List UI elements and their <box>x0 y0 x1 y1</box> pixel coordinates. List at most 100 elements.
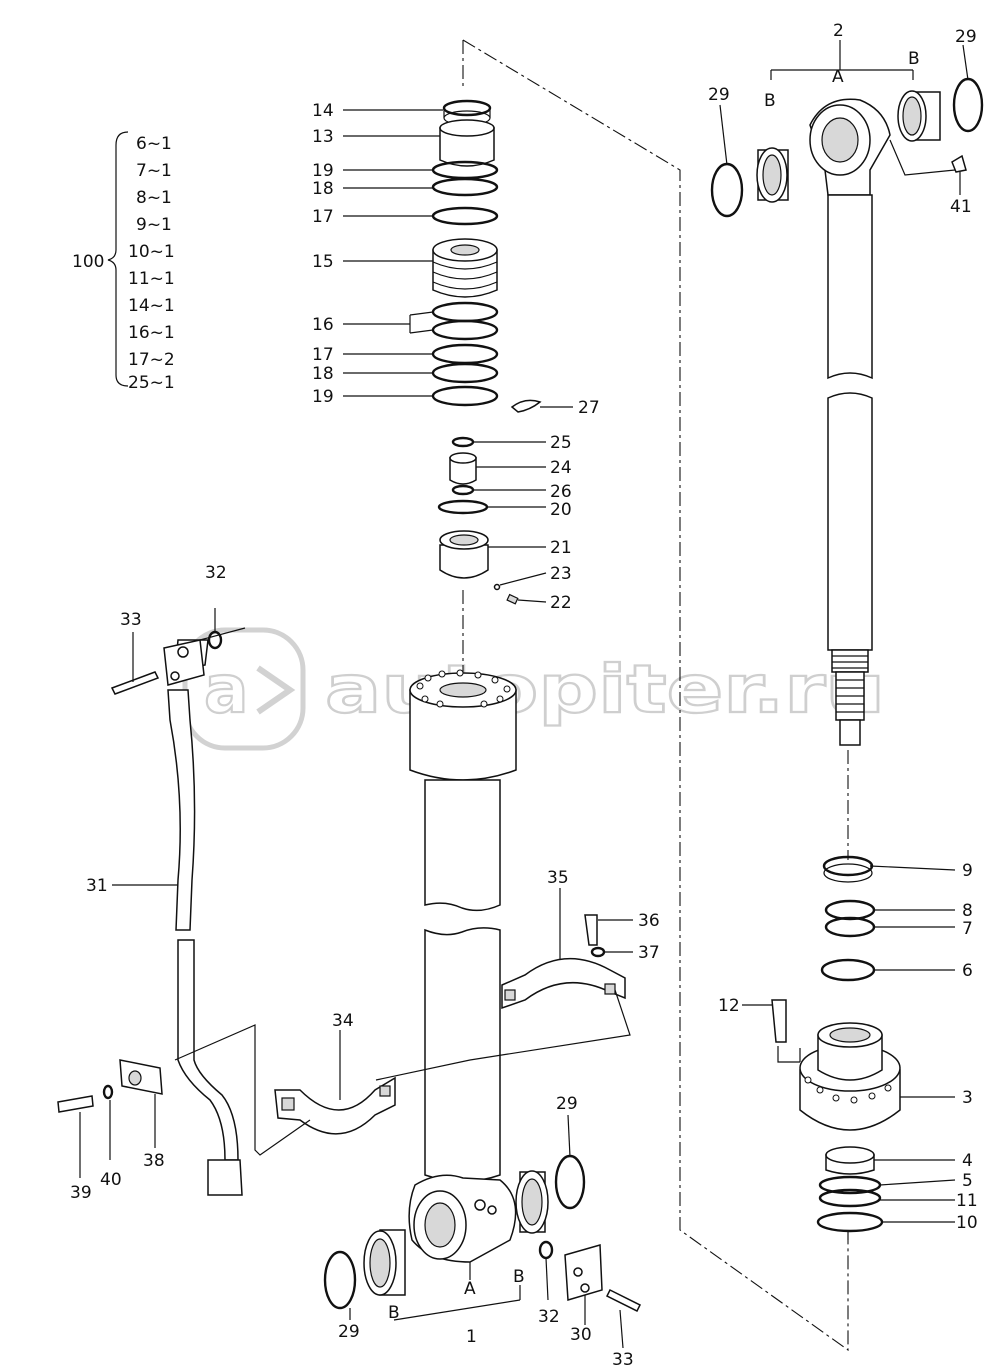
part-label-9: 9 <box>962 861 973 881</box>
part-label-27: 27 <box>578 398 600 418</box>
part-label-29: 29 <box>708 85 730 105</box>
cylinder-tube <box>408 669 517 1263</box>
part-32-ring-bottom <box>538 1240 554 1260</box>
assembly-lines-left <box>174 627 631 1156</box>
part-6-ring <box>820 958 876 982</box>
part-label-17: 17 <box>312 345 334 365</box>
position-letters: A B B A B B <box>388 49 920 1323</box>
part-31-tube-line <box>163 639 243 1196</box>
part-label-33: 33 <box>612 1350 634 1370</box>
part-3-cylinder-head <box>799 1022 901 1131</box>
part-label-21: 21 <box>550 538 572 558</box>
letter-b-bottom-right: B <box>513 1267 525 1287</box>
part-label-22: 22 <box>550 593 572 613</box>
part-label-32: 32 <box>205 563 227 583</box>
part-label-41: 41 <box>950 197 972 217</box>
part-label-31: 31 <box>86 876 108 896</box>
letter-a-bottom: A <box>464 1279 476 1299</box>
part-8-7-rings <box>824 899 876 938</box>
watermark-text: autopiter.ru <box>325 651 885 728</box>
letter-b-bottom-left: B <box>388 1303 400 1323</box>
part-label-30: 30 <box>570 1325 592 1345</box>
part-label-24: 24 <box>550 458 572 478</box>
part-label-35: 35 <box>547 868 569 888</box>
part-labels: 14 13 19 18 17 15 16 17 18 19 27 25 24 2… <box>70 21 978 1370</box>
group-item: 17~2 <box>128 350 175 370</box>
part-4-bushing <box>825 1146 875 1175</box>
part-38-clamp <box>119 1059 163 1095</box>
part-label-12: 12 <box>718 996 740 1016</box>
part-label-19: 19 <box>312 161 334 181</box>
part-label-11: 11 <box>956 1191 978 1211</box>
piston-rod-assembly <box>809 98 891 746</box>
part-label-38: 38 <box>143 1151 165 1171</box>
part-21-nut <box>439 530 489 579</box>
group-item: 10~1 <box>128 242 175 262</box>
part-label-16: 16 <box>312 315 334 335</box>
part-13-bushing <box>439 119 495 167</box>
part-b-bushing-top-right <box>897 90 941 142</box>
part-33-bolt-bottom <box>605 1288 642 1313</box>
part-label-32: 32 <box>538 1307 560 1327</box>
part-label-2: 2 <box>833 21 844 41</box>
part-30-block-bottom <box>564 1244 603 1301</box>
part-label-34: 34 <box>332 1011 354 1031</box>
assembly-lines <box>462 39 849 1352</box>
part-label-4: 4 <box>962 1151 973 1171</box>
part-label-25: 25 <box>550 433 572 453</box>
part-label-36: 36 <box>638 911 660 931</box>
part-label-29: 29 <box>338 1322 360 1342</box>
part-label-19: 19 <box>312 387 334 407</box>
group-bracket: 100 6~1 7~1 8~1 9~1 10~1 11~1 14~1 16~1 … <box>72 131 175 393</box>
group-item: 9~1 <box>136 215 172 235</box>
part-29-ring-bottom-left <box>323 1250 357 1310</box>
part-label-17: 17 <box>312 207 334 227</box>
part-34-clamp <box>274 1076 396 1135</box>
letter-b-top-right: B <box>908 49 920 69</box>
part-33-bolt-top <box>110 671 160 695</box>
part-29-ring-top-right <box>952 77 984 133</box>
letter-b-top-left: B <box>764 91 776 111</box>
part-label-39: 39 <box>70 1183 92 1203</box>
group-item: 8~1 <box>136 188 172 208</box>
part-9-ring <box>822 855 874 883</box>
leader-lines <box>79 40 969 1349</box>
part-12-bolt <box>771 999 787 1043</box>
part-5-11-10-rings <box>816 1175 884 1233</box>
watermark: a autopiter.ru <box>182 627 886 751</box>
part-label-14: 14 <box>312 101 334 121</box>
part-25-ring <box>451 436 475 448</box>
part-label-40: 40 <box>100 1170 122 1190</box>
part-label-7: 7 <box>962 919 973 939</box>
part-b-bushing-top-left <box>756 147 789 203</box>
part-label-13: 13 <box>312 127 334 147</box>
part-35-clamp <box>501 958 626 1010</box>
part-label-37: 37 <box>638 943 660 963</box>
part-label-1: 1 <box>466 1327 477 1347</box>
letter-a-top: A <box>832 67 844 87</box>
part-b-bushing-bottom-right <box>515 1170 549 1234</box>
part-39-bolt <box>57 1095 94 1113</box>
part-label-5: 5 <box>962 1171 973 1191</box>
part-27-clip <box>510 399 542 413</box>
kit-number: 100 <box>72 252 104 272</box>
part-label-26: 26 <box>550 482 572 502</box>
part-label-18: 18 <box>312 179 334 199</box>
part-label-10: 10 <box>956 1213 978 1233</box>
part-24-bushing <box>449 452 477 485</box>
part-label-29: 29 <box>556 1094 578 1114</box>
group-item: 6~1 <box>136 134 172 154</box>
group-item: 25~1 <box>128 373 175 393</box>
part-label-33: 33 <box>120 610 142 630</box>
group-item: 14~1 <box>128 296 175 316</box>
part-29-ring-bottom-right <box>554 1154 586 1210</box>
part-29-ring-top-left <box>710 162 744 218</box>
svg-text:a: a <box>204 651 249 728</box>
part-40-washer <box>102 1084 114 1100</box>
part-label-8: 8 <box>962 901 973 921</box>
part-b-bushing-bottom-left <box>363 1229 406 1296</box>
group-item: 7~1 <box>136 161 172 181</box>
a-arrow-logo-icon: a <box>182 627 306 751</box>
part-15-piston <box>432 238 498 298</box>
